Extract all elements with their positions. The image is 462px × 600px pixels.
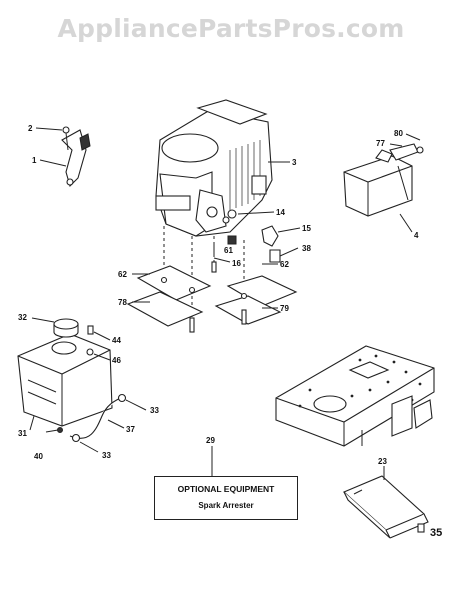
label-3: 3 <box>292 158 297 167</box>
fuel-line-part[interactable] <box>57 393 127 443</box>
label-33b: 33 <box>102 451 111 460</box>
tank-hardware-part[interactable] <box>86 325 94 356</box>
fuel-cap-part[interactable] <box>53 318 79 338</box>
label-40: 40 <box>34 452 43 461</box>
leader-14 <box>237 211 275 215</box>
fuel-tank-part[interactable] <box>17 333 113 427</box>
mounting-gasket-part[interactable] <box>126 261 298 333</box>
label-16: 16 <box>232 259 241 268</box>
leader-33a <box>125 399 147 411</box>
label-4: 4 <box>414 231 419 240</box>
label-23: 23 <box>378 457 387 466</box>
leader-32 <box>31 317 55 323</box>
optional-equipment-box[interactable]: OPTIONAL EQUIPMENT Spark Arrester <box>154 476 298 520</box>
leader-33b <box>79 441 99 453</box>
leader-31 <box>29 415 35 431</box>
label-62b: 62 <box>280 260 289 269</box>
label-44: 44 <box>112 336 121 345</box>
leader-1 <box>39 159 67 167</box>
label-14: 14 <box>276 208 285 217</box>
leader-40 <box>45 429 59 433</box>
label-33a: 33 <box>150 406 159 415</box>
leader-4 <box>399 213 413 233</box>
leader-80 <box>405 133 421 141</box>
leader-46 <box>93 353 111 361</box>
leader-77 <box>389 143 403 147</box>
label-15: 15 <box>302 224 311 233</box>
label-79: 79 <box>280 304 289 313</box>
label-80: 80 <box>394 129 403 138</box>
throttle-control-part[interactable] <box>61 126 91 188</box>
label-2: 2 <box>28 124 33 133</box>
spark-arrester-part[interactable] <box>342 475 429 539</box>
leader-37 <box>107 419 125 429</box>
leader-38 <box>279 247 299 257</box>
spark-arrester-label: Spark Arrester <box>198 501 254 510</box>
leader-44 <box>93 331 111 341</box>
label-1: 1 <box>32 156 37 165</box>
label-62a: 62 <box>118 270 127 279</box>
leader-15 <box>277 227 301 233</box>
leader-16 <box>213 257 231 263</box>
label-46: 46 <box>112 356 121 365</box>
label-32: 32 <box>18 313 27 322</box>
label-61: 61 <box>224 246 233 255</box>
label-37: 37 <box>126 425 135 434</box>
optional-equipment-title: OPTIONAL EQUIPMENT <box>177 484 275 494</box>
label-78: 78 <box>118 298 127 307</box>
label-77: 77 <box>376 139 385 148</box>
label-35: 35 <box>430 527 442 539</box>
fuel-fitting-part[interactable] <box>213 209 281 263</box>
label-38: 38 <box>302 244 311 253</box>
label-31: 31 <box>18 429 27 438</box>
chassis-plate-part[interactable] <box>275 345 435 447</box>
watermark-logo: AppliancePartsPros.com <box>57 14 405 43</box>
label-29: 29 <box>206 436 215 445</box>
muffler-part[interactable] <box>343 143 424 217</box>
engine-part[interactable] <box>155 99 273 237</box>
leader-2 <box>35 127 63 131</box>
